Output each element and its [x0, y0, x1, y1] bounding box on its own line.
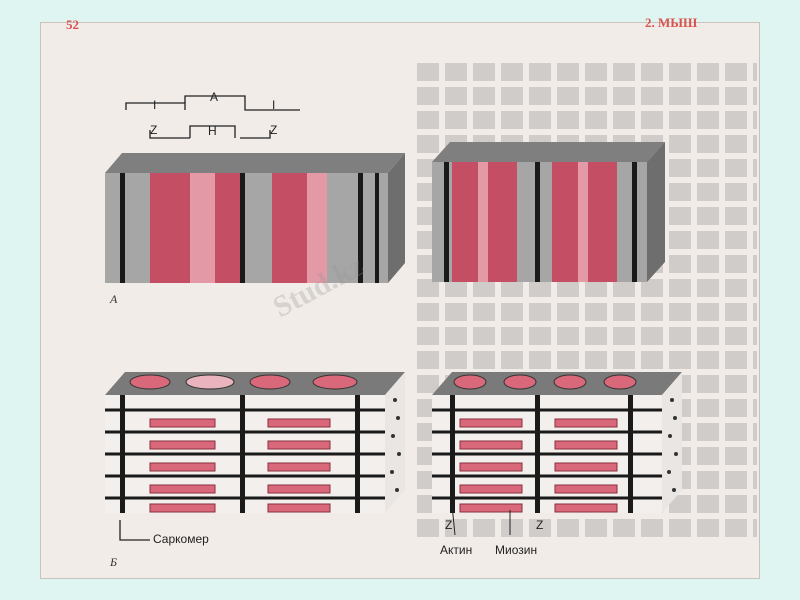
myosin-label: Миозин: [495, 543, 538, 557]
band-label-z-right: Z: [270, 123, 278, 137]
actin-label: Актин: [440, 543, 473, 557]
z-label-left: Z: [445, 518, 453, 532]
band-label-i-right: I: [272, 98, 276, 112]
sarcomere-block-relaxed: [105, 372, 405, 513]
panel-label-b: Б: [110, 555, 118, 569]
relaxed-myofibril-block: [105, 153, 405, 283]
band-label-i-left: I: [153, 98, 157, 112]
band-label-z-left: Z: [150, 123, 158, 137]
z-label-right: Z: [536, 518, 544, 532]
band-label-h: H: [208, 124, 217, 138]
actin-pointer: [451, 504, 456, 536]
band-label-a: A: [210, 90, 219, 104]
contracted-myofibril-block: [432, 142, 665, 282]
sarcomere-block-contracted: [432, 372, 682, 513]
panel-label-a: А: [110, 292, 118, 306]
section-heading: 2. МЫШ: [645, 15, 698, 30]
sarcomere-label: Саркомер: [153, 532, 209, 546]
sarcomere-bracket: [119, 520, 150, 541]
band-brackets: [125, 95, 300, 139]
page-number: 52: [66, 17, 79, 32]
